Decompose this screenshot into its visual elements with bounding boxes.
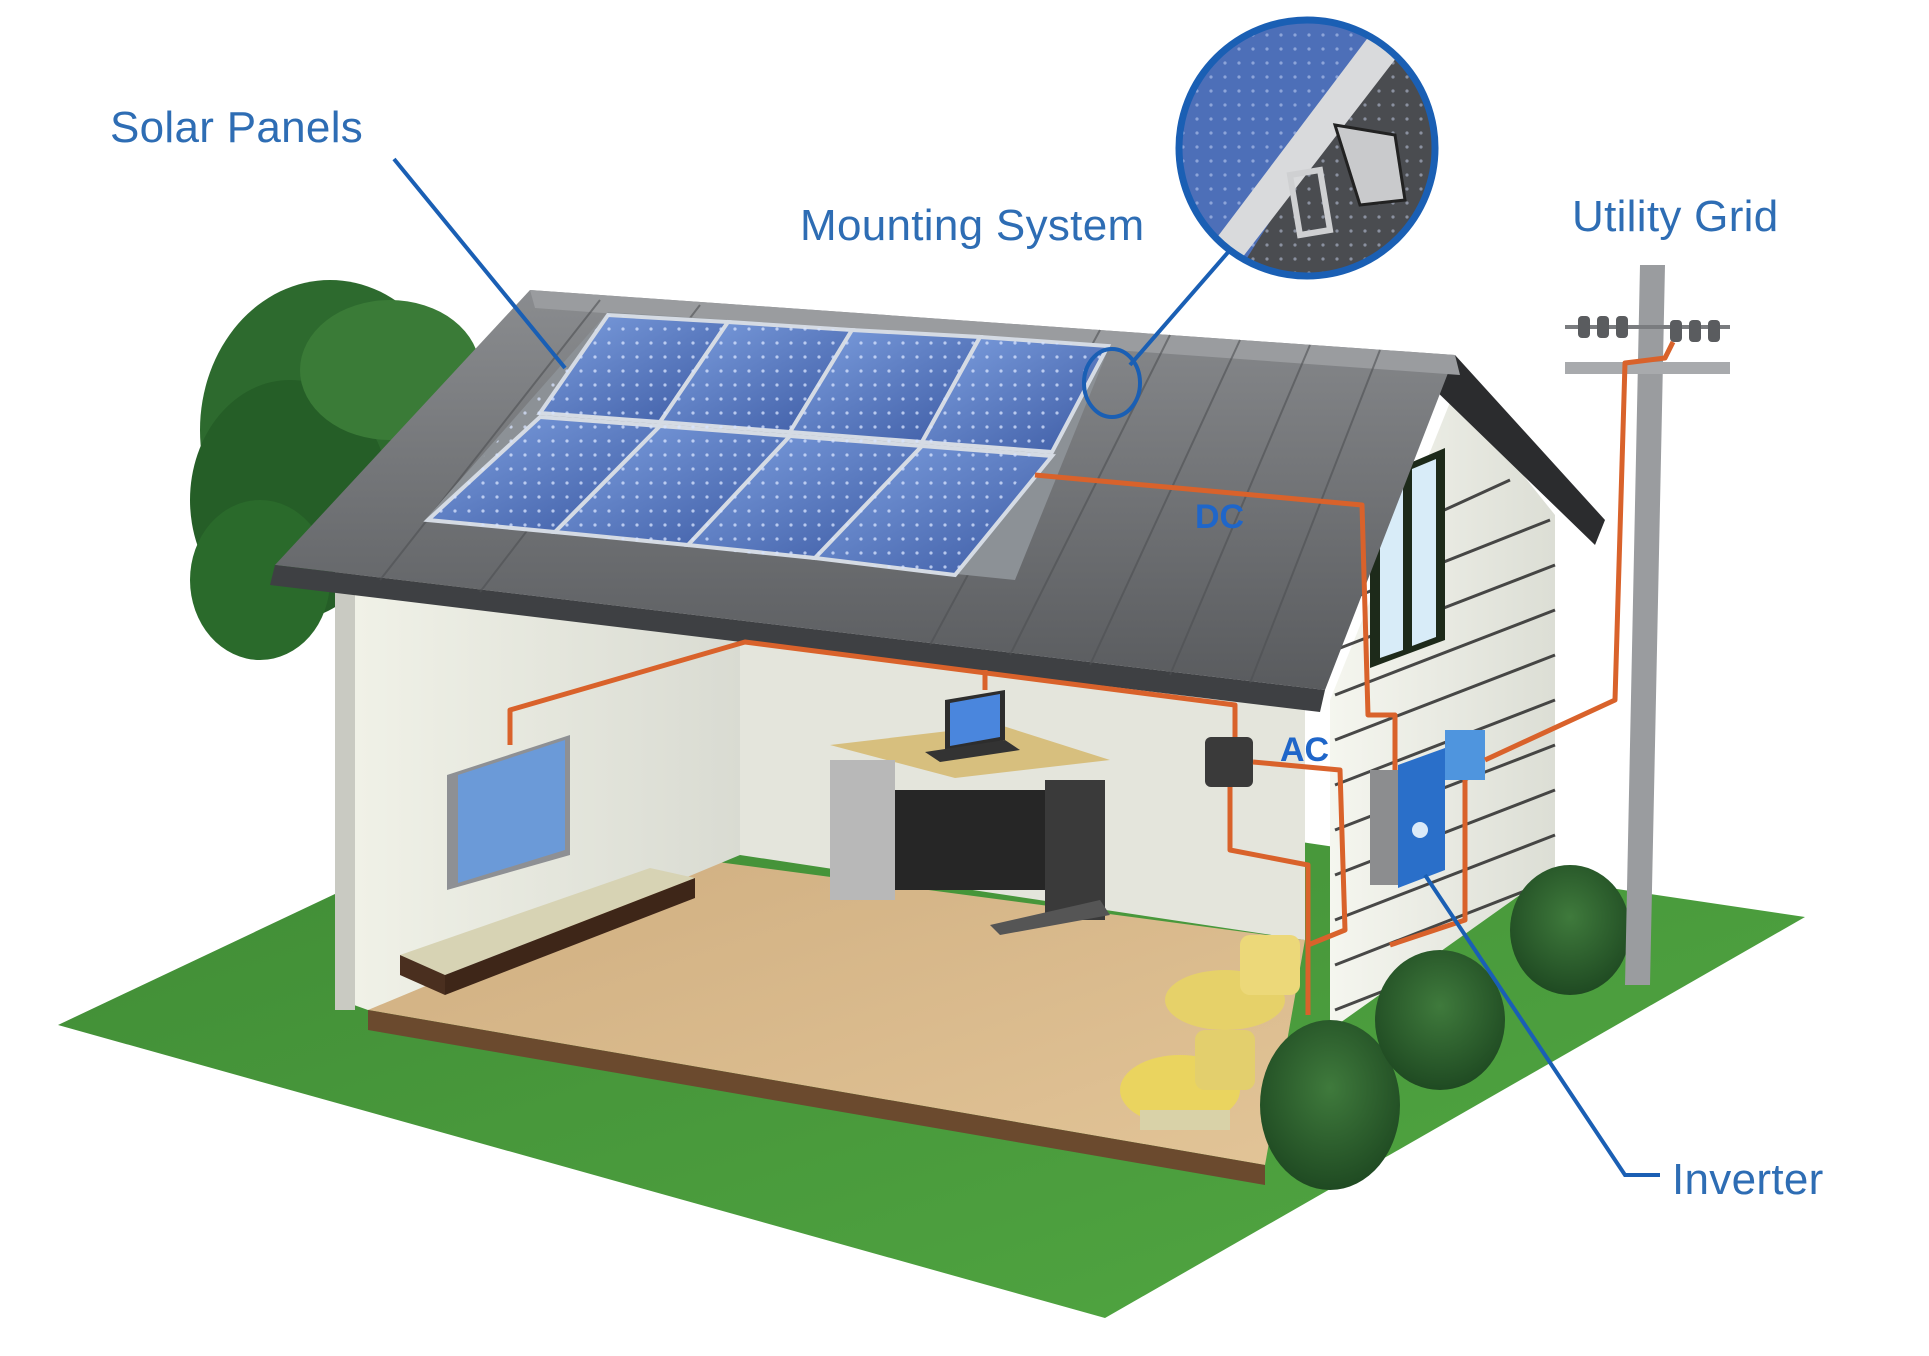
bench bbox=[400, 868, 695, 995]
leader-inverter bbox=[1423, 873, 1660, 1177]
armchair bbox=[1120, 935, 1300, 1130]
tag-dc: DC bbox=[1195, 498, 1245, 536]
label-utility-grid: Utility Grid bbox=[1572, 192, 1779, 241]
wiring bbox=[507, 340, 1676, 1015]
grid-wire bbox=[1389, 780, 1468, 948]
inverter-unit bbox=[1370, 730, 1485, 888]
dc-wire bbox=[1034, 472, 1398, 770]
ac-wire-interior bbox=[507, 639, 1238, 745]
solar-panel-array bbox=[423, 312, 1112, 580]
electric-meter bbox=[1205, 737, 1253, 787]
tag-ac: AC bbox=[1280, 731, 1330, 769]
laptop bbox=[925, 690, 1020, 762]
mounting-system-inset bbox=[1175, 16, 1439, 280]
label-mounting-system: Mounting System bbox=[800, 201, 1145, 250]
leader-solar-panels bbox=[392, 157, 567, 370]
leader-lines bbox=[392, 157, 1660, 1177]
wall-edge bbox=[335, 560, 355, 1010]
bushes bbox=[1260, 865, 1630, 1190]
label-inverter: Inverter bbox=[1672, 1155, 1824, 1204]
television bbox=[447, 735, 570, 890]
label-solar-panels: Solar Panels bbox=[110, 103, 364, 152]
mounting-highlight-ring bbox=[1082, 347, 1142, 419]
utility-pole bbox=[1565, 265, 1730, 985]
leader-mounting-system bbox=[1128, 248, 1232, 367]
